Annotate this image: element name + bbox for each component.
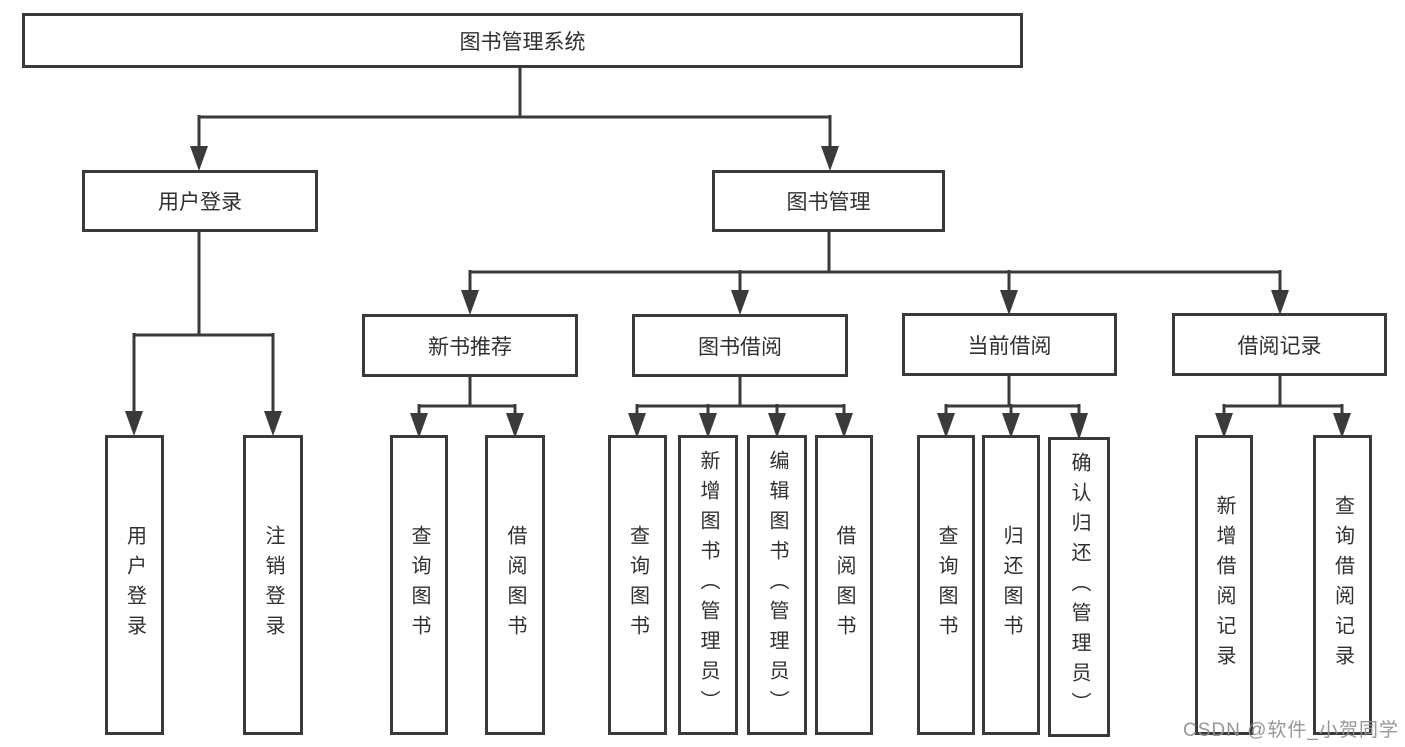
leaf-user-login: 用户登录	[105, 435, 164, 735]
node-book-borrow: 图书借阅	[632, 314, 848, 377]
leaf-user-login-label: 用户登录	[123, 525, 146, 645]
node-book-management: 图书管理	[712, 170, 945, 232]
node-borrow-records: 借阅记录	[1172, 313, 1387, 376]
leaf-query-borrow-record: 查询借阅记录	[1313, 435, 1372, 735]
leaf-edit-book-admin: 编辑图书（管理员）	[747, 435, 807, 735]
leaf-query-books-c-label: 查询图书	[935, 525, 957, 645]
leaf-query-books-b: 查询图书	[608, 435, 667, 735]
leaf-add-borrow-record: 新增借阅记录	[1195, 435, 1253, 735]
leaf-borrow-books-a: 借阅图书	[485, 435, 545, 735]
node-library-management-system: 图书管理系统	[22, 13, 1023, 68]
leaf-query-books-a: 查询图书	[390, 435, 448, 735]
leaf-confirm-return-admin: 确认归还（管理员）	[1048, 437, 1110, 737]
leaf-borrow-books-b-label: 借阅图书	[833, 525, 855, 645]
leaf-query-books-c: 查询图书	[917, 435, 975, 735]
leaf-borrow-books-b: 借阅图书	[815, 435, 873, 735]
node-user-login: 用户登录	[82, 170, 318, 232]
leaf-query-borrow-record-label: 查询借阅记录	[1331, 495, 1354, 675]
node-current-borrow: 当前借阅	[902, 313, 1117, 376]
leaf-query-books-a-label: 查询图书	[408, 525, 430, 645]
leaf-add-borrow-record-label: 新增借阅记录	[1213, 495, 1235, 675]
leaf-query-books-b-label: 查询图书	[626, 525, 649, 645]
leaf-confirm-return-admin-label: 确认归还（管理员）	[1068, 452, 1090, 722]
leaf-edit-book-admin-label: 编辑图书（管理员）	[766, 450, 788, 720]
leaf-return-book-label: 归还图书	[1000, 525, 1022, 645]
node-new-book-recommend: 新书推荐	[362, 314, 578, 377]
leaf-return-book: 归还图书	[982, 435, 1040, 735]
leaf-logout-label: 注销登录	[262, 525, 284, 645]
leaf-add-book-admin-label: 新增图书（管理员）	[697, 450, 719, 720]
leaf-logout: 注销登录	[243, 435, 303, 735]
leaf-borrow-books-a-label: 借阅图书	[504, 525, 526, 645]
leaf-add-book-admin: 新增图书（管理员）	[678, 435, 738, 735]
csdn-watermark: CSDN @软件_小贺同学	[1183, 720, 1399, 741]
